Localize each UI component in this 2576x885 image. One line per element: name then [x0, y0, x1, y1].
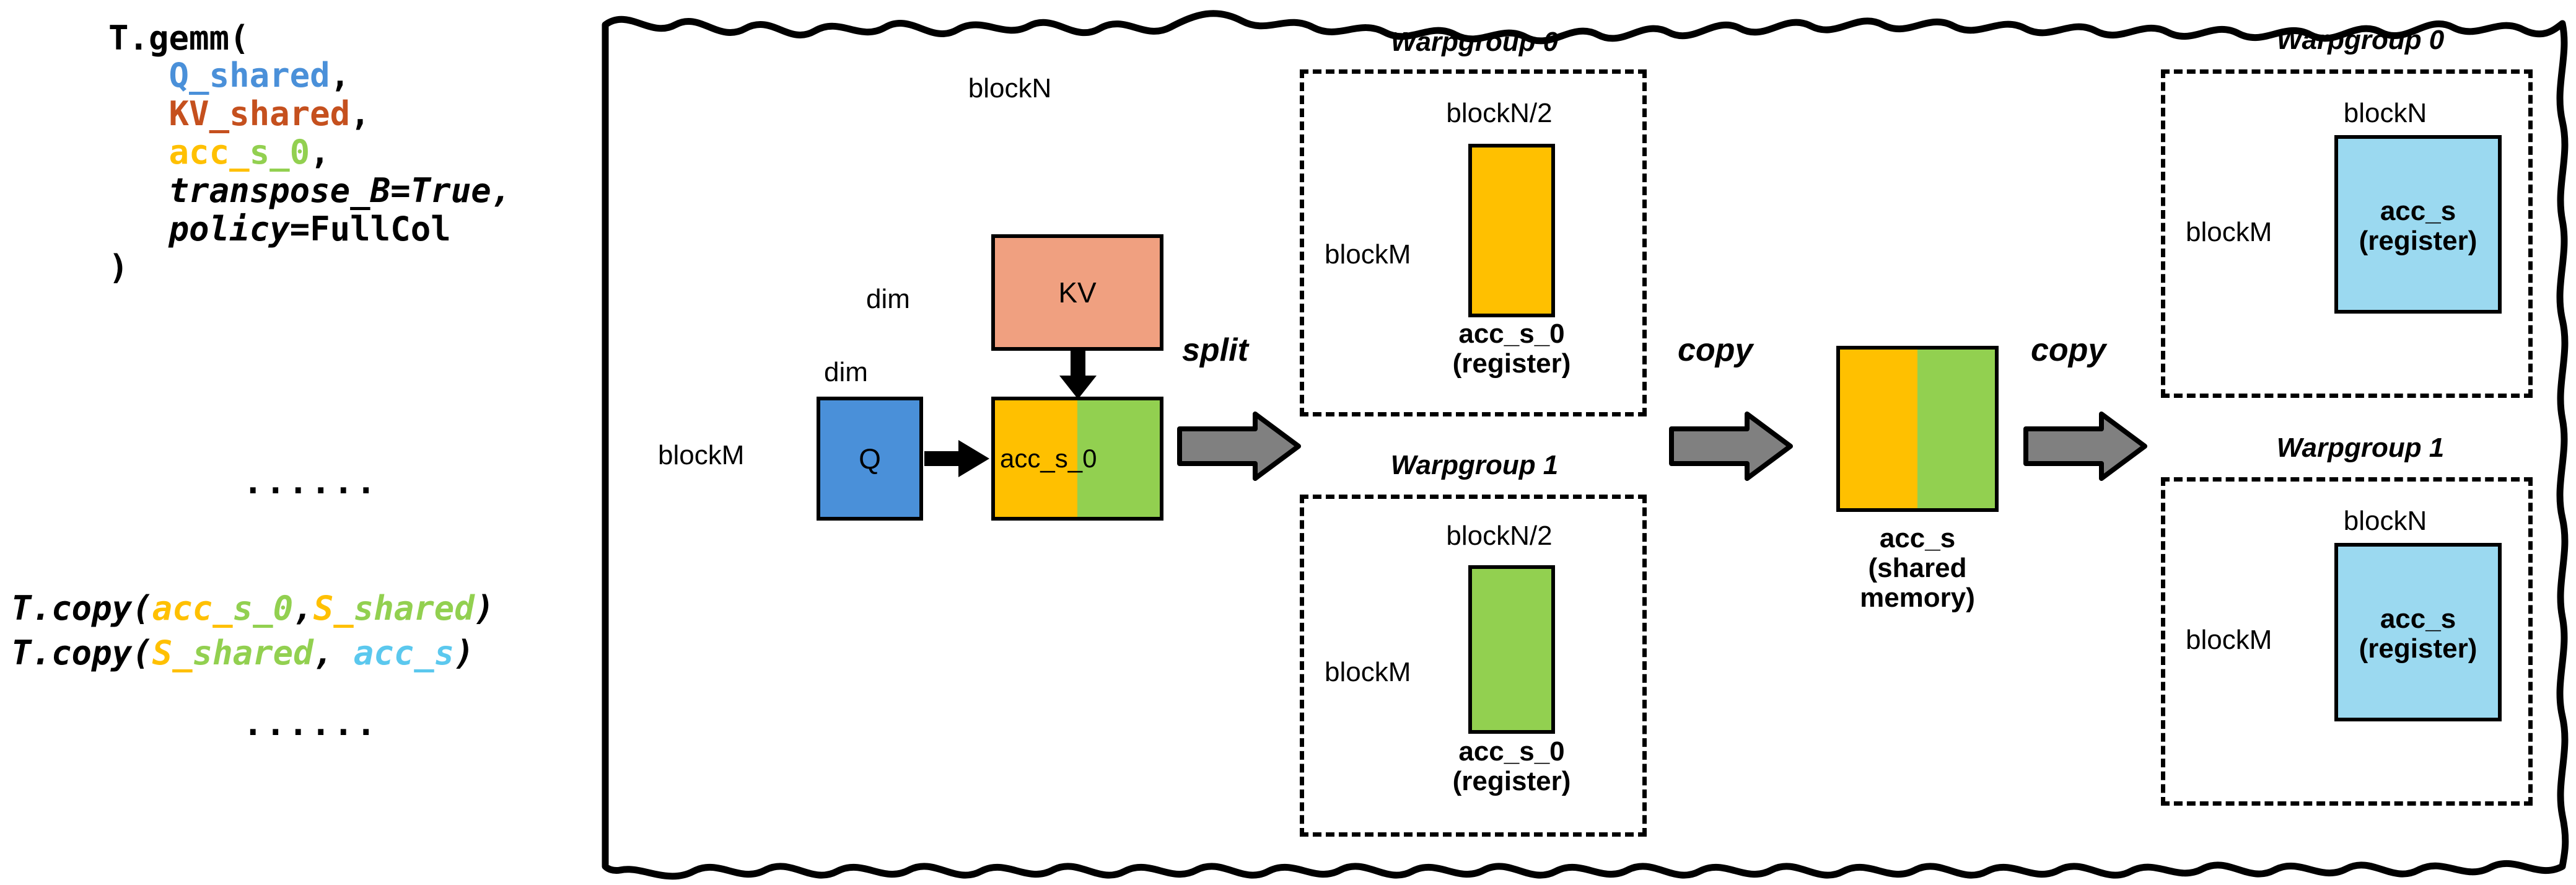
- code-token: S_: [313, 589, 354, 628]
- arrow-split: [1177, 412, 1301, 481]
- warpgroup-result-1-top-label: blockN: [2343, 506, 2427, 536]
- warpgroup-split-1-top-label: blockN/2: [1446, 521, 1553, 551]
- code-token: Q_shared: [169, 56, 330, 95]
- code-line-copy-2: T.copy(S_shared, acc_s): [11, 633, 475, 672]
- code-token: T.copy(: [11, 589, 152, 628]
- code-panel: T.gemm( Q_shared, KV_shared, acc_s_0, tr…: [0, 0, 595, 885]
- label-copy-2: copy: [2031, 332, 2106, 368]
- warpgroup-split-1-caption-2: (register): [1452, 766, 1571, 796]
- code-line-arg-kv: KV_shared,: [108, 94, 370, 133]
- warpgroup-split-0-box: [1300, 69, 1647, 416]
- block-kv: KV: [991, 234, 1163, 351]
- warpgroup-result-0-top-label: blockN: [2343, 98, 2427, 128]
- code-line-gemm-close: ): [108, 248, 129, 287]
- warpgroup-split-0-title: Warpgroup 0: [1390, 27, 1559, 57]
- warpgroup-split-1-box: [1300, 495, 1647, 837]
- warpgroup-result-1-inner-1: acc_s: [2380, 604, 2456, 634]
- code-token: ,: [350, 94, 370, 133]
- code-token: ,: [330, 56, 351, 95]
- code-token: transpose_B=True,: [169, 171, 512, 210]
- arrow-copy-2: [2023, 412, 2147, 481]
- warpgroup-result-1-rect: [2334, 543, 2502, 721]
- code-token: [108, 56, 169, 95]
- label-blockN-kv: blockN: [968, 73, 1052, 103]
- code-token: acc_: [169, 133, 250, 172]
- wavy-frame: [602, 10, 2569, 880]
- warpgroup-result-1-side-label: blockM: [2186, 625, 2272, 655]
- acc-s-0-left-half: [995, 400, 1077, 517]
- code-token: ): [108, 248, 129, 287]
- code-token: [108, 171, 169, 210]
- code-line-arg-transpose: transpose_B=True,: [108, 171, 512, 210]
- warpgroup-split-0-rect: [1468, 144, 1555, 317]
- code-token: acc_s: [353, 633, 455, 672]
- ellipsis-top: ······: [243, 471, 379, 510]
- code-token: ): [474, 589, 495, 628]
- code-token: KV_shared: [169, 94, 351, 133]
- code-token: ,: [313, 633, 354, 672]
- code-token: T.gemm(: [108, 19, 250, 58]
- label-copy-1: copy: [1678, 332, 1753, 368]
- code-token: [108, 94, 169, 133]
- code-token: s_0: [249, 133, 310, 172]
- warpgroup-result-0-box: [2161, 69, 2533, 398]
- acc-s-shared-right-half: [1917, 350, 1995, 508]
- warpgroup-result-0-rect: [2334, 135, 2502, 314]
- code-token: ,: [293, 589, 313, 628]
- label-split: split: [1182, 332, 1248, 368]
- code-line-copy-1: T.copy(acc_s_0,S_shared): [11, 589, 494, 628]
- warpgroup-split-0-caption-1: acc_s_0: [1458, 319, 1565, 349]
- arrow-q-to-acc: [924, 440, 989, 477]
- warpgroup-split-0-caption-2: (register): [1452, 348, 1571, 379]
- label-dim-kv: dim: [866, 284, 910, 314]
- code-token: shared: [192, 633, 313, 672]
- code-token: policy: [169, 209, 290, 249]
- warpgroup-split-1-caption-1: acc_s_0: [1458, 736, 1565, 767]
- code-token: =FullCol: [289, 209, 451, 249]
- code-token: s_0: [232, 589, 294, 628]
- warpgroup-split-1-title: Warpgroup 1: [1390, 450, 1559, 480]
- warpgroup-result-0-title: Warpgroup 0: [2276, 25, 2445, 55]
- label-dim-q: dim: [824, 357, 868, 387]
- acc-s-0-right-half: [1077, 400, 1160, 517]
- arrow-copy-1: [1669, 412, 1793, 481]
- code-token: S_: [152, 633, 193, 672]
- warpgroup-result-1-inner-2: (register): [2359, 633, 2477, 664]
- arrow-kv-to-acc: [1059, 347, 1097, 399]
- code-line-arg-policy: policy=FullCol: [108, 209, 451, 249]
- code-token: shared: [353, 589, 475, 628]
- warpgroup-split-1-rect: [1468, 565, 1555, 734]
- warpgroup-split-0-top-label: blockN/2: [1446, 98, 1553, 128]
- label-blockM-q: blockM: [658, 440, 745, 470]
- shared-caption-1: acc_s: [1879, 523, 1956, 553]
- shared-caption-2: (shared: [1868, 553, 1967, 583]
- warpgroup-result-0-inner-2: (register): [2359, 226, 2477, 256]
- warpgroup-result-1-title: Warpgroup 1: [2276, 433, 2445, 463]
- warpgroup-result-0-inner-1: acc_s: [2380, 196, 2456, 226]
- warpgroup-split-1-side-label: blockM: [1325, 657, 1411, 687]
- code-token: [108, 209, 169, 249]
- warpgroup-split-0-side-label: blockM: [1325, 239, 1411, 270]
- warpgroup-result-0-side-label: blockM: [2186, 217, 2272, 247]
- ellipsis-bottom: ······: [243, 713, 379, 752]
- warpgroup-result-1-box: [2161, 477, 2533, 806]
- code-line-arg-q: Q_shared,: [108, 56, 351, 95]
- code-token: ): [454, 633, 475, 672]
- label-acc-s-0-inline: acc_s_0: [1000, 444, 1097, 473]
- block-acc-s-0: [991, 397, 1163, 521]
- code-token: T.copy(: [11, 633, 152, 672]
- code-token: [108, 133, 169, 172]
- shared-caption-3: memory): [1860, 583, 1975, 613]
- block-q: Q: [817, 397, 923, 521]
- acc-s-shared-left-half: [1840, 350, 1917, 508]
- code-line-arg-acc-s-0: acc_s_0,: [108, 133, 330, 172]
- code-line-gemm-open: T.gemm(: [108, 19, 250, 58]
- code-token: ,: [310, 133, 330, 172]
- code-token: acc_: [152, 589, 233, 628]
- block-acc-s-shared: [1836, 346, 1999, 512]
